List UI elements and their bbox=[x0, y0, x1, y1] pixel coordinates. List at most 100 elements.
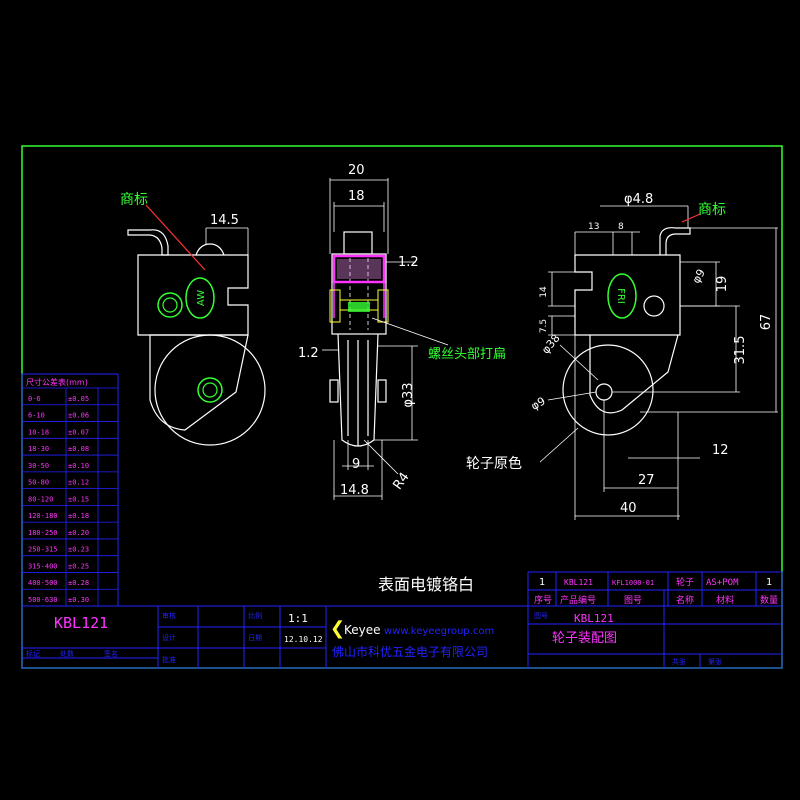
middle-dim-1-2-left: 1.2 bbox=[298, 346, 319, 361]
right-dim-8: 8 bbox=[618, 222, 624, 232]
left-axle-inner bbox=[202, 382, 218, 398]
middle-dim-9: 9 bbox=[352, 457, 360, 472]
title-small-10: 签名 bbox=[104, 649, 118, 658]
middle-view bbox=[329, 231, 387, 447]
left-dim-14-5: 14.5 bbox=[210, 213, 239, 228]
tolerance-header: 尺寸公差表(mm) bbox=[26, 377, 88, 387]
tolerance-value: ±0.15 bbox=[68, 495, 89, 503]
title-part-no: KBL121 bbox=[54, 614, 108, 632]
right-dim-4-8: φ4.8 bbox=[624, 192, 653, 207]
title-small-8: 标记 bbox=[26, 649, 40, 658]
bom-cell-1: KBL121 bbox=[564, 578, 593, 587]
tolerance-value: ±0.18 bbox=[68, 512, 89, 520]
right-dim-19: 19 bbox=[715, 276, 730, 293]
title-drawing-no: KBL121 bbox=[574, 612, 614, 625]
title-small-2: 日期 bbox=[248, 634, 262, 642]
bom-cell-2: KFL1000-01 bbox=[612, 579, 654, 587]
title-small-0: 审核 bbox=[162, 611, 176, 620]
tolerance-rows: 0-6±0.056-10±0.0610-18±0.0718-30±0.0830-… bbox=[22, 387, 118, 604]
title-block bbox=[21, 571, 783, 669]
tolerance-value: ±0.20 bbox=[68, 529, 89, 537]
tolerance-table bbox=[21, 373, 119, 607]
middle-dim-r4: R4 bbox=[390, 470, 412, 493]
right-dim-phi9-bottom: φ9 bbox=[529, 394, 548, 412]
right-dim-12: 12 bbox=[712, 443, 729, 458]
title-drawing-name: 轮子装配图 bbox=[552, 631, 617, 646]
title-company: 佛山市科优五金电子有限公司 bbox=[332, 644, 488, 659]
middle-screw-note: 螺丝头部打扁 bbox=[428, 347, 506, 362]
right-dim-31-5: 31.5 bbox=[733, 336, 748, 365]
right-dim-67: 67 bbox=[759, 314, 774, 331]
tolerance-value: ±0.06 bbox=[68, 412, 89, 420]
right-logo-ellipse bbox=[607, 273, 637, 319]
bom-cell-0: 1 bbox=[539, 577, 545, 588]
keyee-logo-icon: ❮ bbox=[330, 618, 345, 639]
left-screw-hole-inner bbox=[162, 297, 178, 313]
tolerance-value: ±0.05 bbox=[68, 395, 89, 403]
title-small-7: 批准 bbox=[162, 655, 176, 664]
right-dim-14: 14 bbox=[539, 286, 549, 298]
right-dim-7-5: 7.5 bbox=[539, 319, 549, 333]
left-view bbox=[127, 229, 266, 446]
tolerance-value: ±0.12 bbox=[68, 479, 89, 487]
tolerance-range: 0-6 bbox=[28, 395, 41, 403]
tolerance-value: ±0.30 bbox=[68, 596, 89, 604]
tolerance-range: 180-250 bbox=[28, 529, 58, 537]
tolerance-value: ±0.23 bbox=[68, 546, 89, 554]
tolerance-value: ±0.10 bbox=[68, 462, 89, 470]
tolerance-range: 315-400 bbox=[28, 562, 58, 570]
right-dim-13: 13 bbox=[588, 222, 599, 232]
left-wheel bbox=[154, 334, 266, 446]
title-small-6: 第张 bbox=[708, 657, 722, 666]
right-view bbox=[562, 227, 691, 436]
title-website: www.keyeegroup.com bbox=[384, 626, 494, 637]
bom-header-3: 名称 bbox=[676, 594, 694, 606]
tolerance-range: 120-180 bbox=[28, 512, 58, 520]
bom-cell-4: AS+POM bbox=[706, 578, 739, 588]
tolerance-value: ±0.07 bbox=[68, 428, 89, 436]
tolerance-value: ±0.08 bbox=[68, 445, 89, 453]
title-small-9: 处数 bbox=[60, 649, 74, 658]
bom-header-5: 数量 bbox=[760, 594, 778, 606]
tolerance-range: 18-30 bbox=[28, 445, 49, 453]
middle-dim-18: 18 bbox=[348, 189, 365, 204]
title-small-4: 图号 bbox=[534, 612, 548, 620]
right-dim-phi9-top: φ9 bbox=[690, 267, 708, 286]
left-top-tab bbox=[127, 229, 169, 256]
left-bracket-body bbox=[137, 254, 249, 336]
middle-dim-33: φ33 bbox=[401, 382, 416, 407]
middle-dim-20: 20 bbox=[348, 163, 365, 178]
right-wheel-note: 轮子原色 bbox=[466, 455, 522, 472]
bom-header-0: 序号 bbox=[534, 594, 552, 606]
right-logo-text: FRI bbox=[615, 288, 626, 304]
tolerance-range: 6-10 bbox=[28, 412, 45, 420]
tolerance-range: 30-50 bbox=[28, 462, 49, 470]
title-small-3: 设计 bbox=[162, 633, 176, 642]
tolerance-range: 500-630 bbox=[28, 596, 58, 604]
middle-dim-14-8: 14.8 bbox=[340, 483, 369, 498]
tolerance-range: 50-80 bbox=[28, 479, 49, 487]
tolerance-range: 250-315 bbox=[28, 546, 58, 554]
left-axle-outer bbox=[197, 377, 223, 403]
left-screw-hole-outer bbox=[157, 292, 183, 318]
tolerance-range: 400-500 bbox=[28, 579, 58, 587]
tolerance-value: ±0.28 bbox=[68, 579, 89, 587]
right-wheel bbox=[562, 344, 654, 436]
left-logo-ellipse bbox=[185, 277, 215, 319]
left-fork-arm bbox=[149, 334, 249, 431]
right-dim-27: 27 bbox=[638, 473, 655, 488]
title-brand: Keyee bbox=[344, 623, 381, 637]
left-logo-text: AW bbox=[196, 290, 207, 306]
right-dim-40: 40 bbox=[620, 501, 637, 516]
right-trademark-label: 商标 bbox=[698, 202, 726, 218]
left-trademark-label: 商标 bbox=[120, 192, 148, 208]
bom-header-2: 图号 bbox=[624, 595, 642, 606]
title-small-1: 比例 bbox=[248, 611, 262, 620]
title-small-5: 共张 bbox=[672, 657, 686, 666]
tolerance-range: 80-120 bbox=[28, 495, 53, 503]
title-date: 12.10.12 bbox=[284, 635, 323, 644]
left-rivet bbox=[195, 243, 225, 256]
bom-cell-5: 1 bbox=[766, 577, 772, 588]
